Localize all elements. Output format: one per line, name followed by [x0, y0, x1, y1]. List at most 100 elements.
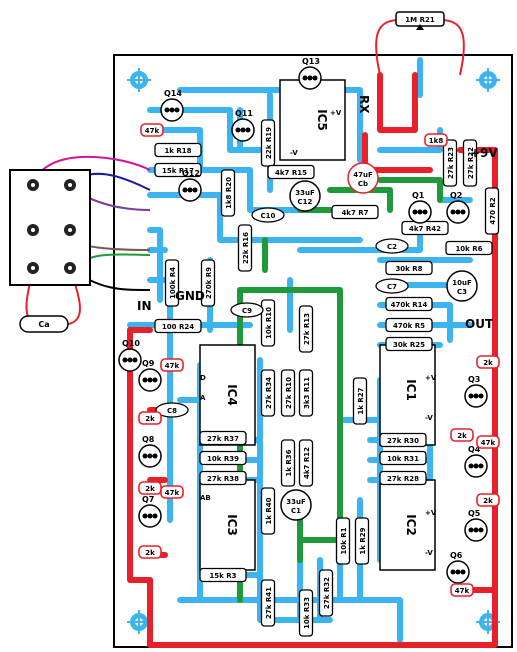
resistor-r3: 15k R3 [199, 567, 247, 583]
red-resistor-label: 47k [455, 587, 470, 595]
signal-labels: +9V IN GND OUT RX [137, 95, 498, 331]
svg-text:-V: -V [425, 414, 433, 422]
resistor-label: 27k R38 [207, 475, 239, 483]
resistor-label: 10k R31 [387, 455, 419, 463]
capacitor-label: C3 [457, 288, 467, 296]
red-resistor-label: 47k [145, 127, 160, 135]
resistor-r4: 100k R4 [164, 259, 180, 307]
svg-text:1M R21: 1M R21 [405, 16, 435, 24]
red-resistor-label: 2k [483, 359, 493, 367]
svg-text:IC1: IC1 [404, 379, 418, 401]
transistor-label: Q14 [164, 89, 182, 98]
transistor-label: Q10 [122, 339, 140, 348]
resistor-label: 27k R32 [323, 577, 331, 609]
resistor-r6: 10k R6 [445, 240, 493, 256]
red-resistor: 2k [476, 493, 500, 507]
resistor-label: 470k R14 [391, 301, 428, 309]
transistor-q13: Q13 [298, 57, 322, 90]
resistor-r17: 15k R17 [154, 162, 202, 178]
red-resistor-label: 2k [145, 549, 155, 557]
svg-text:IC5: IC5 [315, 109, 329, 131]
red-resistor-label: 47k [481, 439, 496, 447]
red-resistor: 47k [160, 358, 184, 372]
resistor-r40: 1k R40 [260, 487, 276, 535]
resistor-r32: 27k R32 [318, 569, 334, 617]
resistor-r15: 4k7 R15 [267, 164, 315, 180]
resistor-r39: 10k R39 [199, 450, 247, 466]
resistor-r8: 30k R8 [385, 260, 433, 276]
capacitor-label: Cb [358, 180, 368, 188]
capacitor-label: C12 [298, 198, 313, 206]
transistor-label: Q3 [468, 375, 480, 384]
svg-text:+V: +V [425, 509, 437, 517]
resistor-r29: 1k R29 [354, 517, 370, 565]
jack-socket [9, 169, 91, 286]
red-resistor-label: 2k [457, 432, 467, 440]
resistor-r5: 470k R5 [385, 317, 433, 333]
red-resistor: 2k [476, 355, 500, 369]
red-resistor: 47k [476, 435, 500, 449]
transistor-q12: Q12 [178, 169, 202, 202]
resistor-label: 1k R29 [359, 527, 367, 554]
resistor-label: 27k R34 [265, 377, 273, 409]
resistor-label: 22k R19 [265, 127, 273, 159]
resistor-label: 10k R10 [265, 307, 273, 339]
ic-labels: IC1 IC2 IC3 IC4 IC5 +V -V +V -V D A AB +… [200, 109, 437, 557]
transistor-q11: Q11 [231, 109, 255, 142]
resistor-r12: 4k7 R12 [298, 439, 314, 487]
resistor-label: 15k R3 [209, 572, 236, 580]
resistor-r9: 270k R9 [200, 259, 216, 307]
svg-text:IC4: IC4 [225, 384, 239, 406]
mounting-hole-top-left [127, 68, 151, 92]
nine-volt-label: +9V [470, 146, 498, 160]
resistor-r42: 4k7 R42 [401, 220, 449, 236]
resistor-label: 10k R39 [207, 455, 239, 463]
resistor-r24: 100 R24 [154, 318, 202, 334]
transistor-q6: Q6 [446, 551, 470, 584]
transistor-label: Q8 [142, 435, 155, 444]
resistor-label: 27k R10 [285, 377, 293, 409]
transistor-label: Q9 [142, 359, 155, 368]
small-capacitor-label: C8 [167, 407, 177, 415]
capacitor-value: 33uF [286, 498, 306, 506]
transistor-q1: Q1 [408, 191, 432, 224]
resistor-label: 1k R27 [357, 387, 365, 414]
resistor-r2: 470 R2 [484, 187, 500, 235]
transistor-label: Q13 [302, 57, 320, 66]
transistor-q10: Q10 [118, 339, 142, 372]
resistor-r10: 10k R10 [260, 299, 276, 347]
svg-text:-V: -V [290, 149, 298, 157]
resistor-r31: 10k R31 [379, 450, 427, 466]
red-resistor: 2k [138, 481, 162, 495]
transistor-q2: Q2 [446, 191, 470, 224]
small-capacitor-label: C2 [387, 243, 397, 251]
capacitor-value: 10uF [452, 279, 472, 287]
ca-capacitor: Ca [19, 315, 69, 333]
transistor-q7: Q7 [138, 495, 162, 528]
resistor-label: 10k R1 [340, 527, 348, 554]
resistor-label: 470 R2 [489, 197, 497, 224]
resistor-r14: 470k R14 [385, 296, 433, 312]
svg-text:+V: +V [425, 374, 437, 382]
rx-label: RX [357, 95, 371, 114]
small-capacitor-label: C9 [242, 307, 252, 315]
resistor-r36: 1k R36 [280, 439, 296, 487]
transistor-q9: Q9 [138, 359, 162, 392]
resistor-label: 100k R4 [169, 267, 177, 299]
resistor-r20: 1k8 R20 [220, 169, 236, 217]
transistor-q4: Q4 [464, 445, 488, 478]
resistor-label: 4k7 R7 [341, 209, 368, 217]
transistor-label: Q2 [450, 191, 462, 200]
red-resistor: 47k [450, 583, 474, 597]
resistor-label: 1k R36 [285, 449, 293, 476]
resistor-label: 4k7 R42 [409, 225, 441, 233]
resistor-label: 10k R6 [455, 245, 482, 253]
resistor-r33: 10k R33 [298, 589, 314, 637]
red-resistor: 2k [138, 411, 162, 425]
resistor-r1: 10k R1 [335, 517, 351, 565]
resistor-r23: 27k R23 [442, 139, 458, 187]
resistor-r7: 4k7 R7 [331, 204, 379, 220]
red-resistor-label: 2k [145, 485, 155, 493]
